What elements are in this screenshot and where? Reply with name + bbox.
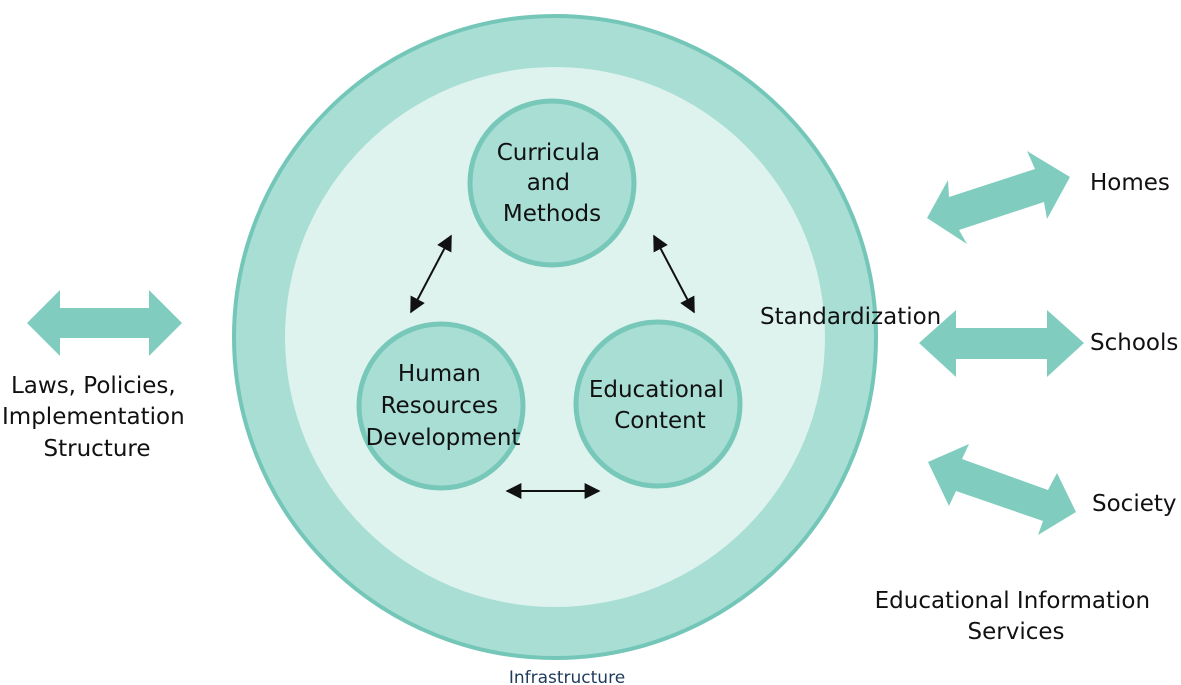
node-curricula-line-2: and — [527, 170, 570, 196]
big-arrow-society — [928, 444, 1076, 535]
node-curricula-line-1: Curricula — [497, 140, 600, 166]
arrow-curricula-human — [410, 234, 452, 314]
svg-text:Human Resources Develo: Human Resources Development — [366, 361, 521, 451]
infrastructure-label: Infrastructure — [509, 668, 625, 685]
node-human-line-2: Resources — [381, 393, 498, 419]
svg-text:Curricula and Methods: Curricula and Methods — [497, 140, 608, 227]
node-human-line-3: Development — [366, 425, 521, 451]
node-human-line-1: Human — [398, 361, 481, 387]
node-curricula — [467, 98, 637, 268]
society-label: Society — [1092, 491, 1177, 517]
node-human-resources — [356, 321, 526, 491]
svg-text:Laws, Policies, Implementa: Laws, Policies, Implementation Structure — [2, 373, 192, 462]
svg-text:Educational Content: Educational Content — [589, 377, 731, 434]
node-content-line-2: Content — [614, 408, 705, 434]
svg-text:Educational Information Se: Educational Information Services — [875, 588, 1158, 645]
schools-label: Schools — [1090, 330, 1178, 356]
homes-label: Homes — [1090, 170, 1170, 196]
standardization-label: Standardization — [760, 304, 941, 330]
services-line-2: Services — [968, 619, 1065, 645]
laws-line-2: Implementation — [2, 404, 185, 430]
big-arrow-schools — [919, 310, 1084, 377]
node-educational-content — [573, 319, 743, 489]
big-arrow-left — [27, 290, 182, 356]
laws-line-1: Laws, Policies, — [11, 373, 176, 399]
services-line-1: Educational Information — [875, 588, 1150, 614]
big-arrow-homes — [927, 151, 1070, 244]
arrow-curricula-content — [653, 234, 695, 314]
node-curricula-line-3: Methods — [503, 201, 601, 227]
laws-line-3: Structure — [44, 436, 151, 462]
node-content-line-1: Educational — [589, 377, 724, 403]
